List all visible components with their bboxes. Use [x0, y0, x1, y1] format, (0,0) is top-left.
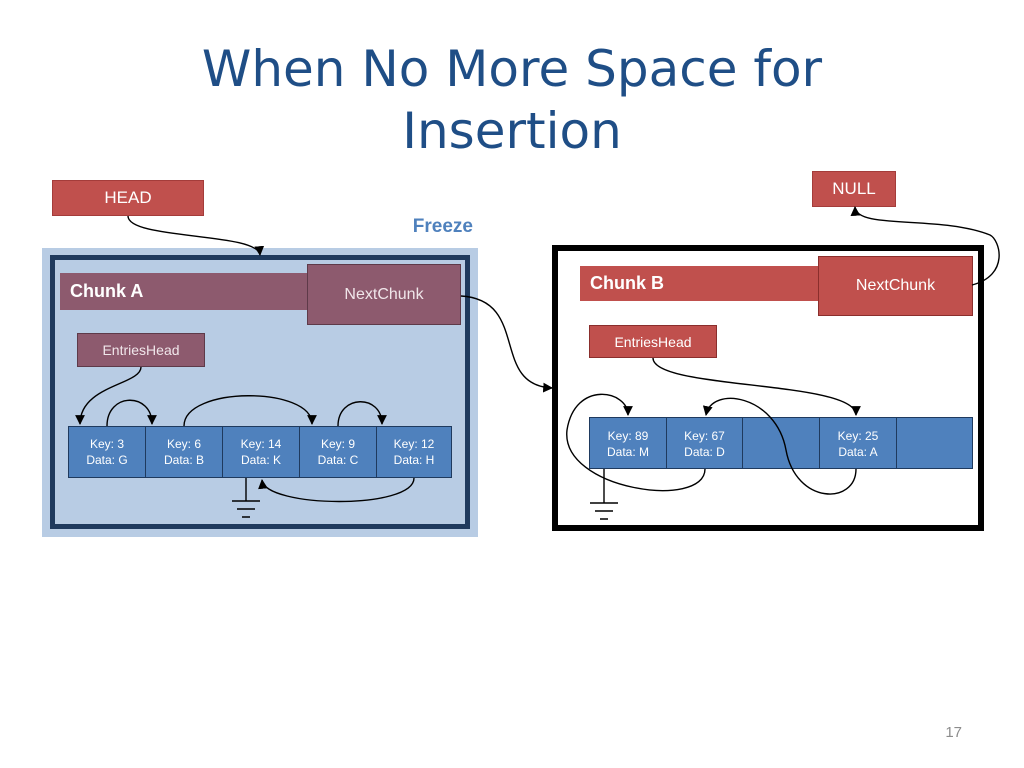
entry-key: Key: 89 [607, 429, 649, 443]
slide-title-line-1: When No More Space for [201, 40, 823, 98]
chunk-b-entry-3-empty [742, 417, 820, 469]
chunk-a-entries-head-box: EntriesHead [77, 333, 205, 367]
chunk-b-entry-1: Key: 89 Data: M [589, 417, 667, 469]
chunk-b-name: Chunk B [590, 273, 664, 293]
entry-key: Key: 25 [837, 429, 879, 443]
chunk-a-entry-4: Key: 9 Data: C [299, 426, 377, 478]
entry-key: Key: 14 [240, 437, 282, 451]
head-pointer-box: HEAD [52, 180, 204, 216]
entry-data: Data: D [684, 445, 725, 459]
entry-key: Key: 67 [684, 429, 725, 443]
chunk-a-frame [50, 255, 470, 529]
slide-title-line-2: Insertion [402, 102, 622, 160]
page-number: 17 [945, 724, 962, 741]
freeze-label: Freeze [412, 216, 473, 237]
entry-data: Data: B [163, 453, 205, 467]
chunk-b-header-bar: Chunk B [580, 266, 822, 301]
chunk-a-entry-2: Key: 6 Data: B [145, 426, 223, 478]
entry-key: Key: 12 [393, 437, 435, 451]
chunk-b-entries-head-box: EntriesHead [589, 325, 717, 358]
entry-data: Data: H [393, 453, 435, 467]
chunk-a-next-chunk-box: NextChunk [307, 264, 461, 325]
chunk-b-entry-4: Key: 25 Data: A [819, 417, 897, 469]
chunk-a-entry-5: Key: 12 Data: H [376, 426, 452, 478]
entry-data: Data: K [240, 453, 282, 467]
entry-key: Key: 3 [89, 437, 125, 451]
entry-data: Data: A [838, 445, 878, 459]
slide-title: When No More Space for Insertion [0, 38, 1024, 162]
entry-data: Data: M [606, 445, 649, 459]
entry-key: Key: 6 [166, 437, 202, 451]
entry-key: Key: 9 [320, 437, 356, 451]
entry-data: Data: G [86, 453, 128, 467]
chunk-a-header-bar: Chunk A [60, 273, 308, 310]
chunk-a-name: Chunk A [70, 281, 144, 301]
chunk-b-entry-2: Key: 67 Data: D [666, 417, 743, 469]
null-pointer-box: NULL [812, 171, 896, 207]
chunk-b-entry-5-empty [896, 417, 973, 469]
chunk-b-next-chunk-box: NextChunk [818, 256, 973, 316]
chunk-a-entry-3: Key: 14 Data: K [222, 426, 300, 478]
entry-data: Data: C [317, 453, 359, 467]
chunk-a-entry-1: Key: 3 Data: G [68, 426, 146, 478]
